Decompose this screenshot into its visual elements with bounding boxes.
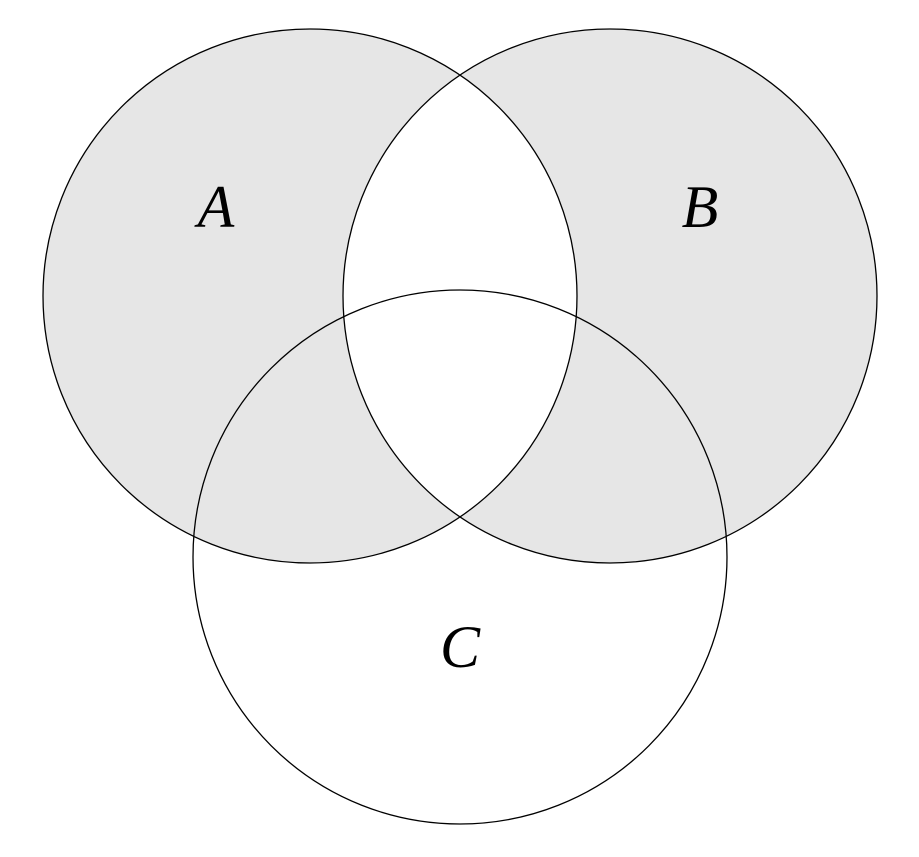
label-set-c: C [440,614,481,680]
circle-a-outline [42,28,578,564]
shaded-region-a-xor-b [43,28,878,564]
label-set-a: A [194,174,235,240]
circle-c-outline [192,289,728,825]
label-set-b: B [682,174,719,240]
circle-b-outline [342,28,878,564]
